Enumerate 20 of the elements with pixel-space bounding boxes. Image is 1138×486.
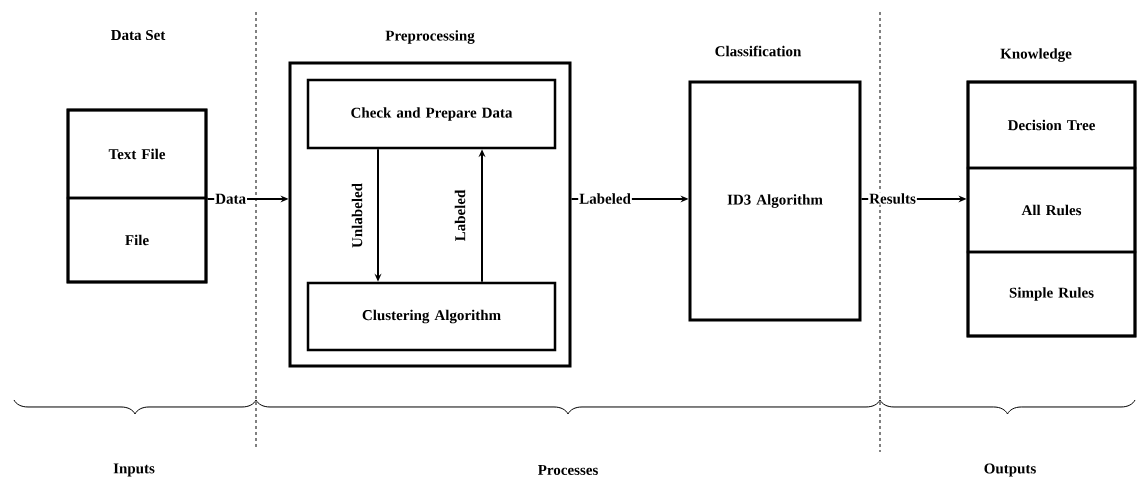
box: All Rules — [966, 166, 1137, 254]
edge-label: Data — [214, 192, 248, 205]
box: Clustering Algorithm — [306, 281, 557, 352]
box: Check and Prepare Data — [306, 78, 557, 150]
heading: Knowledge — [1000, 48, 1072, 62]
edge-label: Unlabeled — [350, 182, 364, 249]
edge-label: Labeled — [453, 188, 467, 243]
heading: Preprocessing — [385, 30, 475, 44]
process-box: ID3 Algorithm — [688, 80, 862, 322]
edge-label: Results — [868, 192, 917, 205]
box: File — [66, 196, 208, 284]
box: Simple Rules — [966, 250, 1137, 338]
group-label: Outputs — [984, 463, 1036, 477]
group-label: Processes — [538, 465, 598, 475]
heading: Classification — [715, 45, 802, 57]
edge-label: Labeled — [578, 192, 632, 205]
heading: Data Set — [111, 29, 166, 40]
box: Text File — [66, 108, 208, 200]
group-label: Inputs — [113, 463, 155, 477]
box: Decision Tree — [966, 80, 1137, 170]
